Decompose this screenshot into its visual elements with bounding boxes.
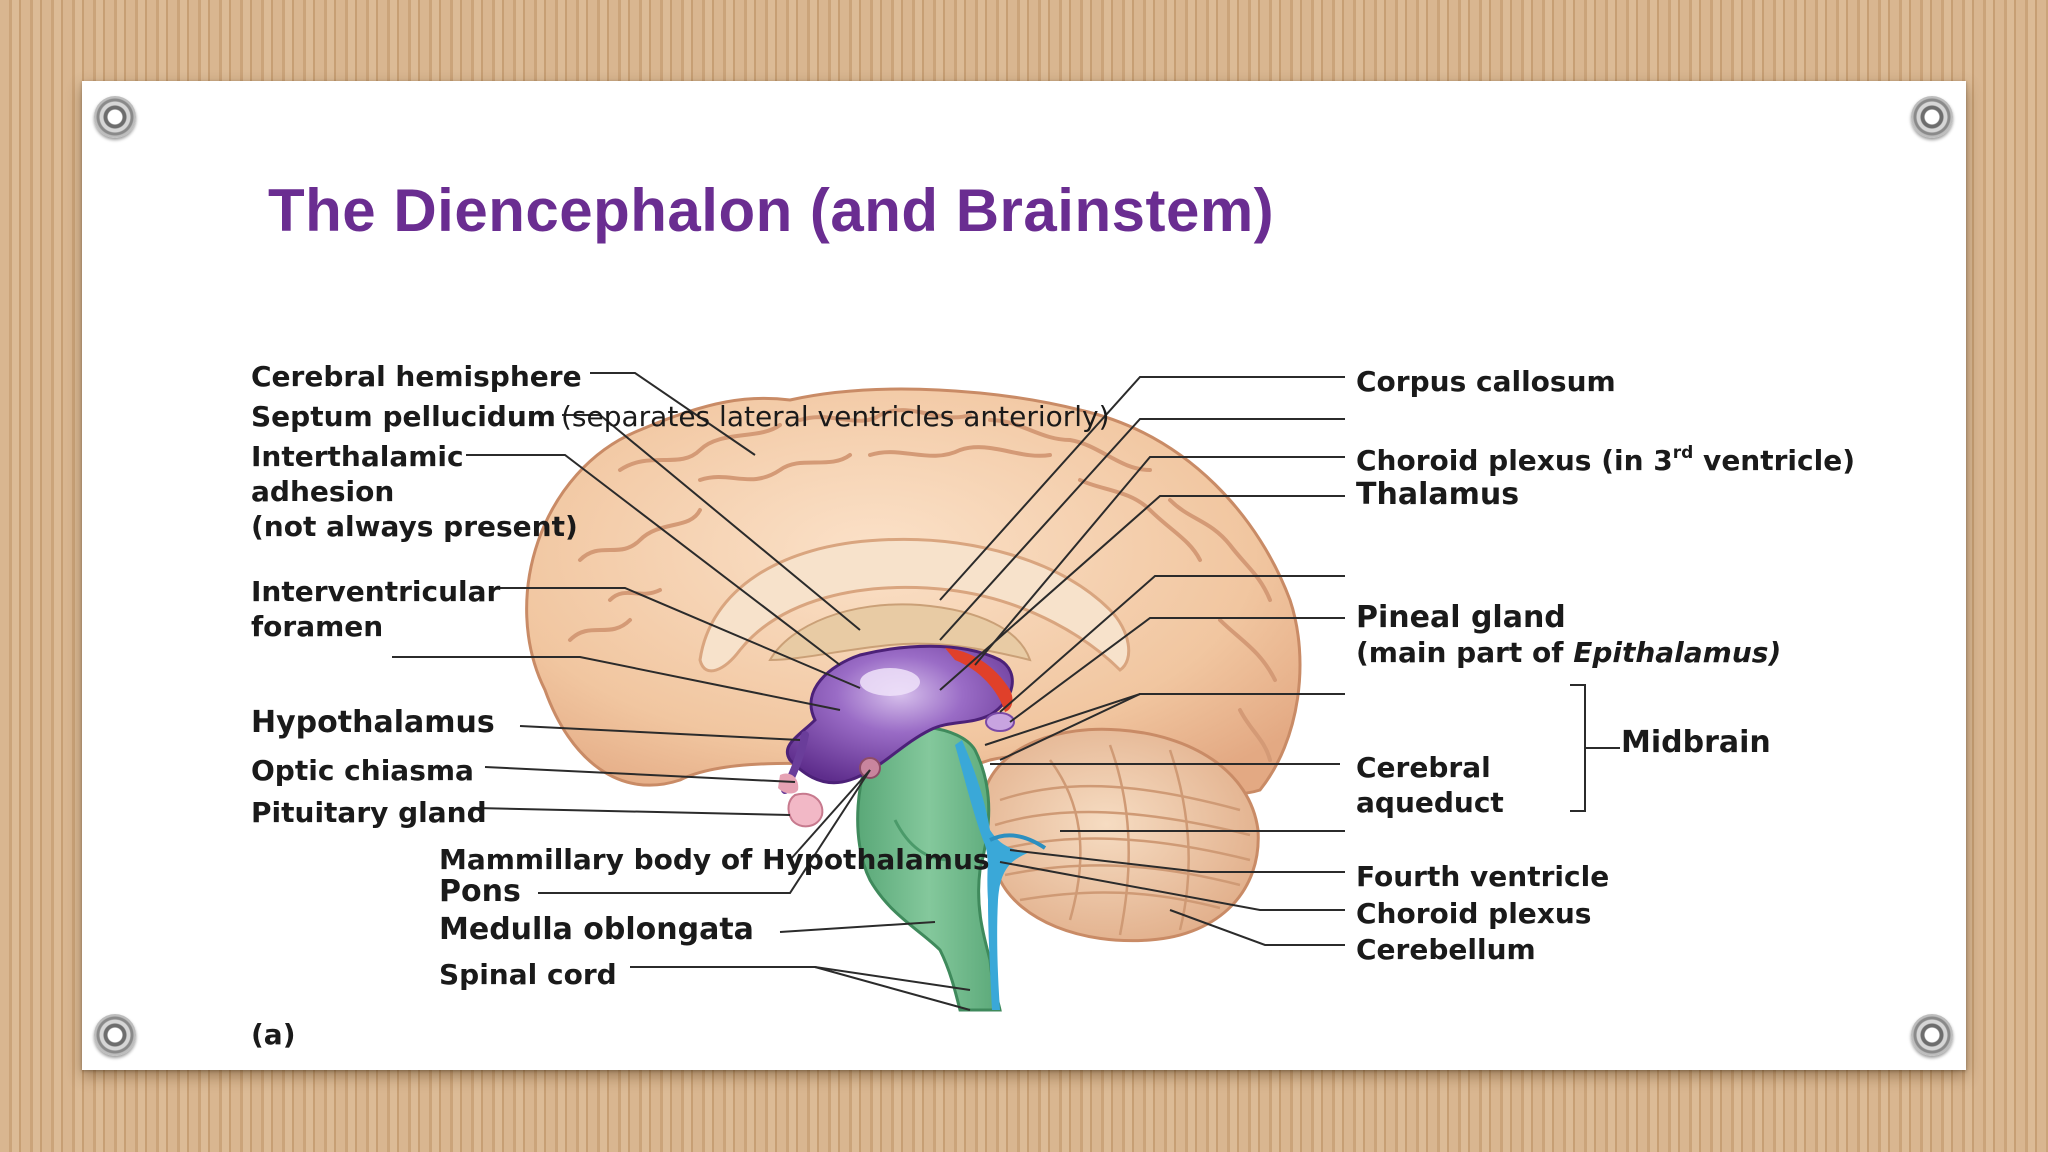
label-optic-chiasma: Optic chiasma [251, 754, 474, 787]
page-title: The Diencephalon (and Brainstem) [268, 177, 1275, 244]
label-mammillary-body: Mammillary body of Hypothalamus [439, 843, 990, 876]
label-interthalamic-1: Interthalamic [251, 440, 464, 473]
label-cerebral-hemisphere: Cerebral hemisphere [251, 360, 582, 393]
label-fourth-ventricle: Fourth ventricle [1356, 860, 1610, 893]
grommet-top-right-icon [1911, 96, 1953, 138]
label-midbrain: Midbrain [1621, 725, 1771, 760]
label-pineal-note: (main part of Epithalamus) [1356, 636, 1782, 669]
corpus-callosum-shape [698, 537, 1131, 673]
label-pineal-gland: Pineal gland [1356, 600, 1566, 635]
label-interthalamic-3: (not always present) [251, 510, 578, 543]
label-cerebellum: Cerebellum [1356, 933, 1536, 966]
label-cerebral-aqueduct-1: Cerebral [1356, 751, 1491, 784]
label-choroid-plexus-third: Choroid plexus (in 3rd ventricle) [1356, 443, 1856, 477]
thalamus-highlight-shape [860, 668, 920, 696]
pituitary-gland-shape [787, 792, 824, 828]
label-cerebral-aqueduct-2: aqueduct [1356, 786, 1504, 819]
label-septum-note: (separates lateral ventricles anteriorly… [561, 400, 1110, 433]
septum-pellucidum-shape [768, 603, 1032, 662]
cerebral-aqueduct-shape [955, 740, 1030, 1010]
pineal-gland-shape [985, 712, 1015, 732]
mammillary-body-shape [859, 757, 881, 779]
label-interthalamic-2: adhesion [251, 475, 395, 508]
cerebellum-shape [980, 727, 1260, 943]
label-pituitary-gland: Pituitary gland [251, 796, 487, 829]
label-pons: Pons [439, 874, 521, 909]
optic-chiasma-shape [778, 773, 799, 794]
label-septum-pellucidum: Septum pellucidum [251, 400, 556, 433]
grommet-bottom-right-icon [1911, 1014, 1953, 1056]
grommet-bottom-left-icon [94, 1014, 136, 1056]
grommet-top-left-icon [94, 96, 136, 138]
label-thalamus: Thalamus [1356, 477, 1520, 512]
label-interventricular-1: Interventricular [251, 575, 501, 608]
label-choroid-plexus: Choroid plexus [1356, 897, 1592, 930]
label-hypothalamus: Hypothalamus [251, 705, 495, 740]
label-medulla-oblongata: Medulla oblongata [439, 912, 754, 947]
label-corpus-callosum: Corpus callosum [1356, 365, 1616, 398]
label-spinal-cord: Spinal cord [439, 958, 617, 991]
label-interventricular-2: foramen [251, 610, 384, 643]
figure-label: (a) [251, 1018, 296, 1051]
